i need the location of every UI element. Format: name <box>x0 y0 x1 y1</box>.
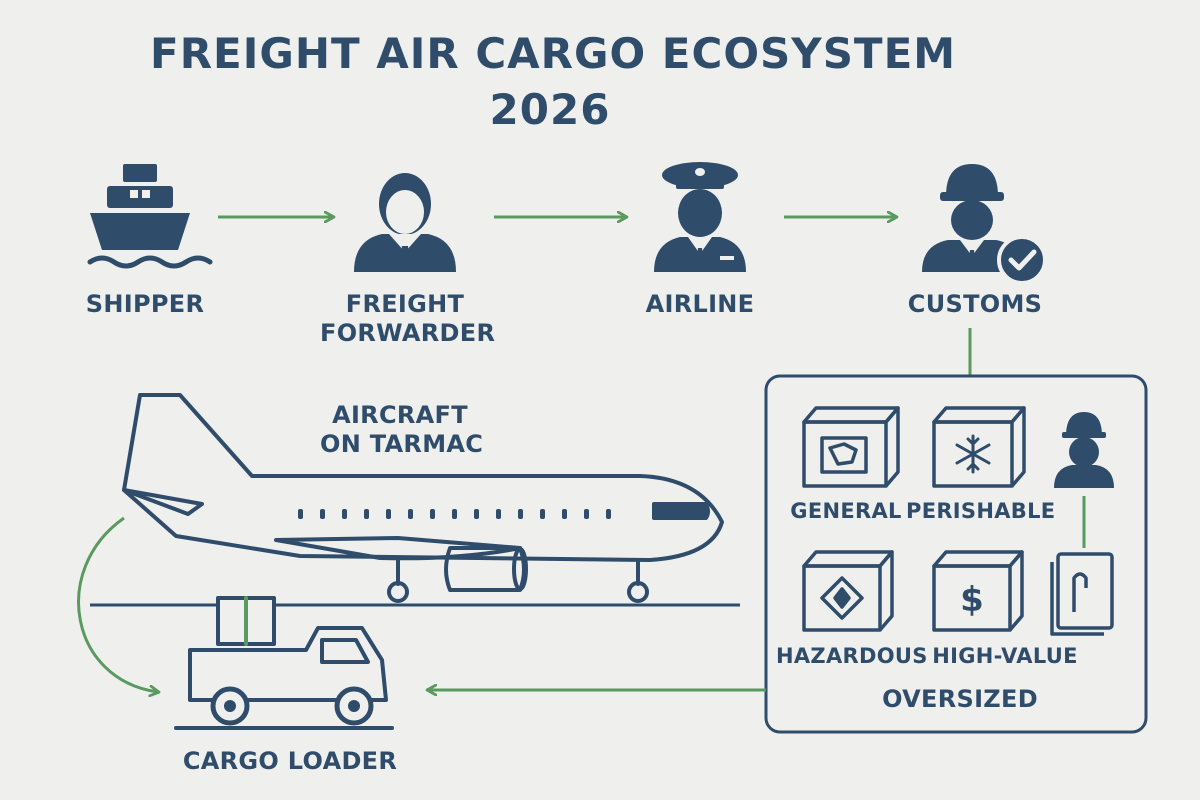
cargo-loader-label: CARGO LOADER <box>182 747 398 775</box>
forwarder-label-line2: FORWARDER <box>320 319 496 347</box>
perishable-label: PERISHABLE <box>906 499 1056 523</box>
dollar-box-icon: $ <box>932 550 1024 632</box>
airline-label: AIRLINE <box>645 290 755 318</box>
aircraft-label-line2: ON TARMAC <box>320 430 484 458</box>
cargo-types-panel <box>764 374 1148 734</box>
forwarder-label-line1: FREIGHT <box>345 290 465 318</box>
ship-icon <box>87 164 213 269</box>
snowflake-box-icon <box>932 406 1026 488</box>
airplane-icon <box>122 393 724 603</box>
customs-label: CUSTOMS <box>907 290 1043 318</box>
customs-officer-check-icon <box>922 164 1047 285</box>
airplane-windows <box>298 509 611 519</box>
inspector-icon <box>1054 412 1114 488</box>
box-icon <box>802 406 900 488</box>
svg-text:$: $ <box>960 580 984 620</box>
hazard-box-icon <box>802 550 894 632</box>
page-title-line1: FREIGHT AIR CARGO ECOSYSTEM <box>150 29 957 78</box>
shipper-label: SHIPPER <box>85 290 205 318</box>
businessman-icon <box>354 173 456 272</box>
page-title-line2: 2026 <box>489 85 611 134</box>
pilot-icon <box>654 162 746 272</box>
truck-wheels <box>210 686 374 726</box>
aircraft-label-line1: AIRCRAFT <box>332 401 468 429</box>
oversized-label: OVERSIZED <box>882 685 1038 713</box>
general-label: GENERAL <box>790 499 902 523</box>
hazardous-label: HAZARDOUS <box>776 644 928 668</box>
high-value-label: HIGH-VALUE <box>932 644 1078 668</box>
oversized-crate-icon <box>1050 552 1114 636</box>
arrow-aircraft-to-loader <box>77 516 158 692</box>
